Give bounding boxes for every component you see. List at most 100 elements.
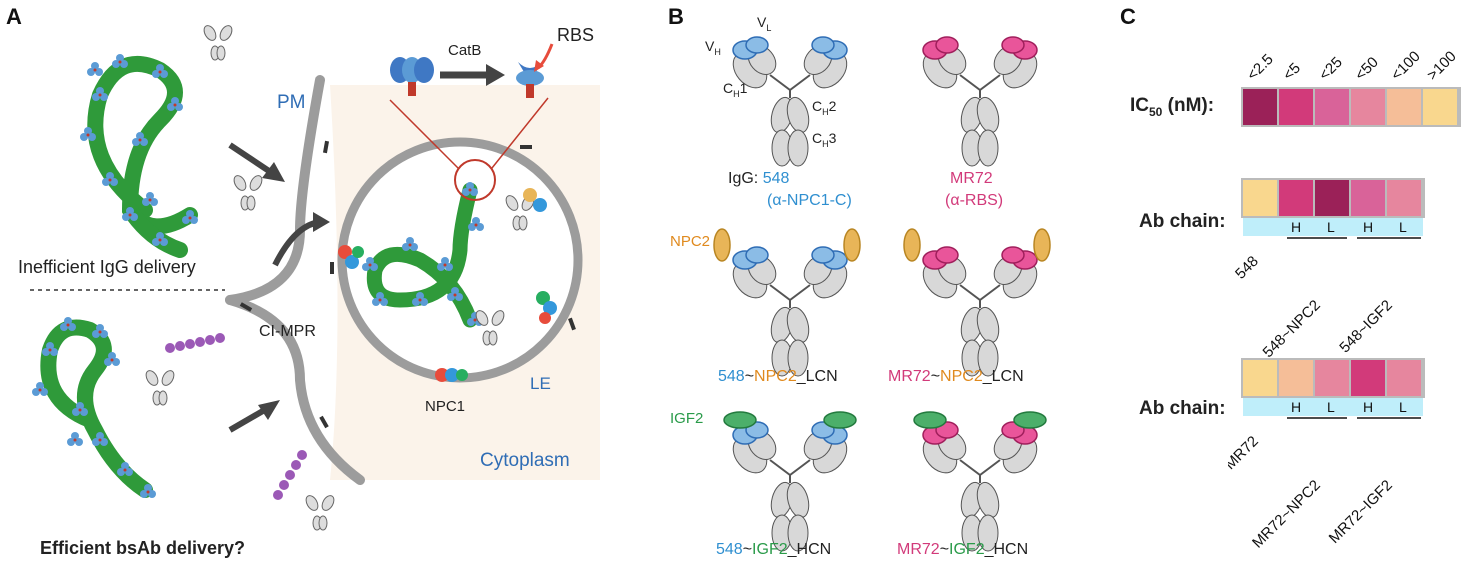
cytoplasm-label: Cytoplasm	[480, 450, 570, 471]
rbs-label: RBS	[557, 25, 595, 45]
igg-548-target: (α-NPC1-C)	[767, 192, 852, 209]
igg-548-label: IgG: 548	[728, 170, 790, 187]
row2-chain-label: Ab chain:	[1139, 398, 1226, 419]
legend-label: <5	[1280, 60, 1304, 84]
row1-chain-label: Ab chain:	[1139, 211, 1226, 232]
chain-label: H	[1363, 219, 1373, 235]
le-label: LE	[530, 374, 551, 393]
heatmap-cell	[1279, 360, 1313, 396]
ab-548-npc2-diagram	[725, 246, 855, 377]
igf2-fusion-left-1	[723, 411, 757, 429]
arrow-approach-top	[228, 142, 277, 178]
heatmap-cell	[1351, 360, 1385, 396]
plasma-membrane-lower	[225, 295, 365, 485]
legend-cell	[1423, 89, 1457, 125]
igf2-fusion-right-2	[1013, 411, 1047, 429]
construct-name: MR72~IGF2	[1326, 477, 1396, 547]
pm-label: PM	[277, 92, 306, 113]
panel-b-letter: B	[668, 4, 684, 29]
npc2-fusion-right-2	[1033, 228, 1051, 262]
legend-cell	[1279, 89, 1313, 125]
igg-mr72-diagram	[915, 36, 1045, 167]
heatmap-cell	[1315, 360, 1349, 396]
ab-mr72-igf2-diagram	[915, 421, 1045, 552]
legend-cell	[1351, 89, 1385, 125]
legend-cell	[1243, 89, 1277, 125]
chain-label: L	[1399, 219, 1407, 235]
heatmap-cell	[1387, 360, 1421, 396]
virus-filament-bottom	[40, 319, 153, 498]
chain-label: H	[1363, 399, 1373, 415]
ab-mr72-npc2-diagram	[915, 246, 1045, 377]
ci-mpr-beads-upper	[165, 333, 225, 353]
npc1-marker-4	[523, 188, 547, 212]
free-igg-1	[201, 23, 235, 61]
construct-name: 548~NPC2	[1260, 297, 1324, 361]
free-igg-3	[143, 368, 177, 406]
construct-mr72-igf2-label: MR72~IGF2_HCN	[897, 541, 1029, 558]
chain-label: H	[1291, 399, 1301, 415]
catb-label: CatB	[448, 42, 482, 59]
ch1-label: CH1	[723, 80, 748, 99]
construct-name: MR72~NPC2	[1249, 477, 1324, 552]
chain-label: L	[1327, 219, 1335, 235]
zoom-circle	[454, 159, 496, 201]
construct-name: 548~IGF2	[1336, 297, 1395, 356]
construct-548-npc2-label: 548~NPC2_LCN	[718, 368, 838, 385]
panel-b-antibodies	[713, 36, 1051, 552]
igf2-fusion-right-1	[823, 411, 857, 429]
panel-a-letter: A	[6, 4, 22, 29]
free-igg-2	[231, 173, 265, 211]
ch2-label: CH2	[812, 98, 837, 117]
heatmap-cell	[1315, 180, 1349, 216]
chain-band	[1243, 398, 1423, 416]
gp-trimer-before	[390, 57, 434, 96]
chain-label: L	[1327, 399, 1335, 415]
panel-a-illustration	[30, 23, 600, 531]
ci-mpr-beads-lower	[273, 450, 307, 500]
npc1-marker-1	[338, 245, 364, 269]
chain-label: L	[1399, 399, 1407, 415]
construct-name: MR72	[1228, 433, 1262, 473]
npc2-fusion-right-1	[843, 228, 861, 262]
heatmap-cell	[1351, 180, 1385, 216]
ic50-label: IC50 (nM):	[1130, 95, 1215, 119]
npc1-marker-3	[536, 291, 557, 324]
heatmap-cell	[1243, 360, 1277, 396]
vl-label: VL	[757, 14, 772, 33]
construct-name: 548	[1232, 253, 1262, 283]
ab-548-igf2-diagram	[725, 421, 855, 552]
inefficient-label: Inefficient IgG delivery	[18, 257, 196, 277]
legend-cell	[1387, 89, 1421, 125]
efficient-label: Efficient bsAb delivery?	[40, 538, 246, 558]
arrow-approach-bottom	[228, 405, 270, 433]
heatmap-cell	[1243, 180, 1277, 216]
panel-c-letter: C	[1120, 4, 1136, 29]
legend-label: <50	[1352, 54, 1382, 84]
npc2-tag-label: NPC2	[670, 233, 711, 250]
heatmap-cell	[1387, 180, 1421, 216]
legend-label: <100	[1388, 48, 1424, 84]
free-igg-4	[303, 493, 337, 531]
igg-mr72-target: (α-RBS)	[945, 192, 1004, 209]
npc1-label: NPC1	[425, 398, 466, 415]
legend-label: <25	[1316, 54, 1346, 84]
igg-mr72-label: MR72	[950, 170, 993, 187]
vh-label: VH	[705, 38, 721, 57]
ch3-label: CH3	[812, 130, 837, 149]
heatmap-cell	[1279, 180, 1313, 216]
chain-label: H	[1291, 219, 1301, 235]
npc2-fusion-left-2	[903, 228, 921, 262]
construct-548-igf2-label: 548~IGF2_HCN	[716, 541, 832, 558]
npc1-marker-2	[435, 368, 468, 382]
npc2-fusion-left-1	[713, 228, 731, 262]
igf2-fusion-left-2	[913, 411, 947, 429]
legend-label: <2.5	[1244, 51, 1277, 84]
construct-mr72-npc2-label: MR72~NPC2_LCN	[888, 368, 1024, 385]
igf2-tag-label: IGF2	[670, 410, 704, 427]
legend-label: >100	[1424, 48, 1460, 84]
cimpr-label: CI-MPR	[259, 323, 316, 340]
chain-band	[1243, 218, 1423, 236]
legend-cell	[1315, 89, 1349, 125]
